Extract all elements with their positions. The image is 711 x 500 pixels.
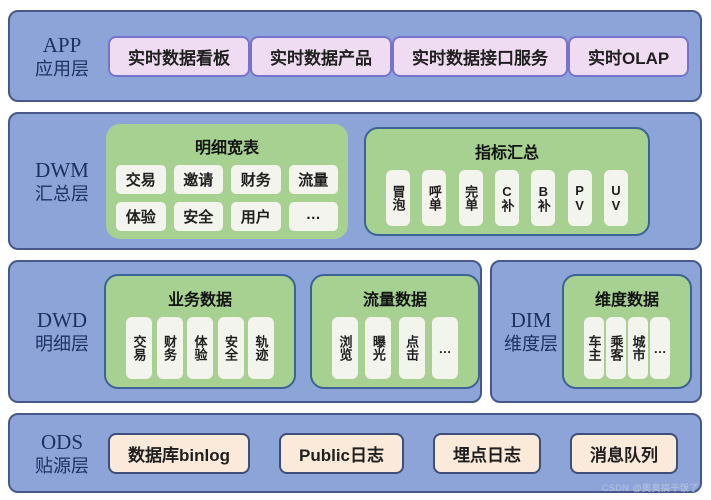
dimension-chip-row: 车主 乘客 城市 … bbox=[574, 317, 680, 379]
ods-chip-message-queue: 消息队列 bbox=[570, 432, 678, 474]
app-chip-row: 实时数据看板 实时数据产品 实时数据接口服务 实时OLAP bbox=[108, 35, 690, 77]
dimension-data-title: 维度数据 bbox=[594, 292, 659, 309]
dimension-data-group: 维度数据 车主 乘客 城市 … bbox=[562, 274, 692, 389]
layer-ods-name: ODS bbox=[40, 429, 83, 454]
layer-dwm-subname: 汇总层 bbox=[35, 183, 89, 204]
layer-dwd-subname: 明细层 bbox=[35, 334, 89, 355]
wide-table-chip: 邀请 bbox=[173, 164, 223, 194]
layer-ods-subname: 贴源层 bbox=[35, 455, 89, 476]
app-chip-realtime-product: 实时数据产品 bbox=[250, 35, 392, 77]
metric-chip: 冒泡 bbox=[386, 169, 410, 226]
dimension-chip: … bbox=[650, 317, 670, 379]
layer-dim: DIM 维度层 维度数据 车主 乘客 城市 … bbox=[490, 260, 702, 403]
business-chip: 体验 bbox=[187, 317, 213, 379]
dwm-content: 明细宽表 交易 邀请 财务 流量 体验 安全 用户 … 指标汇总 冒泡 呼单 完… bbox=[106, 123, 700, 239]
layer-dwm-label: DWM 汇总层 bbox=[22, 157, 102, 206]
traffic-data-title: 流量数据 bbox=[362, 292, 427, 309]
app-chip-realtime-dashboard: 实时数据看板 bbox=[108, 35, 250, 77]
layer-dwm-name: DWM bbox=[35, 157, 89, 182]
wide-table-grid: 交易 邀请 财务 流量 体验 安全 用户 … bbox=[116, 164, 338, 231]
ods-chip-tracking-log: 埋点日志 bbox=[433, 432, 541, 474]
app-chip-realtime-api: 实时数据接口服务 bbox=[392, 35, 568, 77]
csdn-watermark: CSDN @奥奥搞干饭了 bbox=[601, 483, 699, 493]
wide-table-chip: … bbox=[288, 201, 338, 231]
wide-table-chip: 安全 bbox=[173, 201, 223, 231]
metric-chip: UV bbox=[603, 169, 628, 226]
app-chip-realtime-olap: 实时OLAP bbox=[568, 35, 690, 77]
layer-dwd-name: DWD bbox=[36, 308, 88, 333]
metric-chip: 呼单 bbox=[422, 169, 447, 226]
layer-app-name: APP bbox=[42, 32, 82, 57]
dwd-content: 业务数据 交易 财务 体验 安全 轨迹 流量数据 浏览 曝光 点击 … bbox=[104, 274, 480, 389]
business-chip: 轨迹 bbox=[248, 317, 274, 379]
metric-chip: C补 bbox=[494, 169, 519, 226]
wide-table-chip: 流量 bbox=[288, 164, 338, 194]
ods-chip-binlog: 数据库binlog bbox=[108, 432, 250, 474]
traffic-data-group: 流量数据 浏览 曝光 点击 … bbox=[310, 274, 480, 389]
traffic-chip-row: 浏览 曝光 点击 … bbox=[322, 317, 468, 379]
traffic-chip: 点击 bbox=[398, 317, 425, 379]
dimension-chip: 车主 bbox=[584, 317, 604, 379]
wide-table-group: 明细宽表 交易 邀请 财务 流量 体验 安全 用户 … bbox=[106, 123, 348, 239]
wide-table-title: 明细宽表 bbox=[194, 139, 259, 157]
wide-table-chip: 交易 bbox=[116, 164, 166, 194]
metrics-title: 指标汇总 bbox=[474, 144, 539, 162]
business-chip: 交易 bbox=[126, 317, 152, 379]
layer-ods: ODS 贴源层 数据库binlog Public日志 埋点日志 消息队列 bbox=[8, 413, 702, 493]
ods-chip-public-log: Public日志 bbox=[278, 432, 404, 474]
layer-app-label: APP 应用层 bbox=[22, 32, 102, 81]
traffic-chip: … bbox=[431, 317, 458, 379]
layer-dwd: DWD 明细层 业务数据 交易 财务 体验 安全 轨迹 流量数据 浏览 曝光 点 bbox=[8, 260, 482, 403]
dimension-chip: 城市 bbox=[628, 317, 648, 379]
wide-table-chip: 体验 bbox=[116, 201, 166, 231]
layer-dim-label: DIM 维度层 bbox=[500, 307, 562, 356]
layer-app-subname: 应用层 bbox=[35, 58, 89, 79]
layer-dwd-label: DWD 明细层 bbox=[22, 307, 102, 356]
layer-app: APP 应用层 实时数据看板 实时数据产品 实时数据接口服务 实时OLAP bbox=[8, 10, 702, 102]
ods-chip-row: 数据库binlog Public日志 埋点日志 消息队列 bbox=[108, 432, 678, 474]
layer-ods-label: ODS 贴源层 bbox=[22, 429, 102, 478]
metric-chip: 完单 bbox=[458, 169, 483, 226]
metric-chip: B补 bbox=[531, 169, 556, 226]
traffic-chip: 浏览 bbox=[332, 317, 358, 379]
business-chip: 安全 bbox=[217, 317, 244, 379]
wide-table-chip: 用户 bbox=[231, 201, 281, 231]
metrics-group: 指标汇总 冒泡 呼单 完单 C补 B补 PV UV bbox=[364, 126, 650, 236]
metrics-chip-row: 冒泡 呼单 完单 C补 B补 PV UV bbox=[376, 169, 638, 226]
business-chip: 财务 bbox=[156, 317, 183, 379]
business-data-title: 业务数据 bbox=[167, 292, 232, 309]
layer-dwm: DWM 汇总层 明细宽表 交易 邀请 财务 流量 体验 安全 用户 … 指标汇总 bbox=[8, 112, 702, 250]
layer-dim-name: DIM bbox=[510, 308, 552, 333]
layer-dim-subname: 维度层 bbox=[504, 334, 558, 355]
wide-table-chip: 财务 bbox=[231, 164, 281, 194]
traffic-chip: 曝光 bbox=[365, 317, 392, 379]
business-data-group: 业务数据 交易 财务 体验 安全 轨迹 bbox=[104, 274, 296, 389]
business-chip-row: 交易 财务 体验 安全 轨迹 bbox=[116, 317, 284, 379]
dimension-chip: 乘客 bbox=[606, 317, 626, 379]
metric-chip: PV bbox=[567, 169, 592, 226]
